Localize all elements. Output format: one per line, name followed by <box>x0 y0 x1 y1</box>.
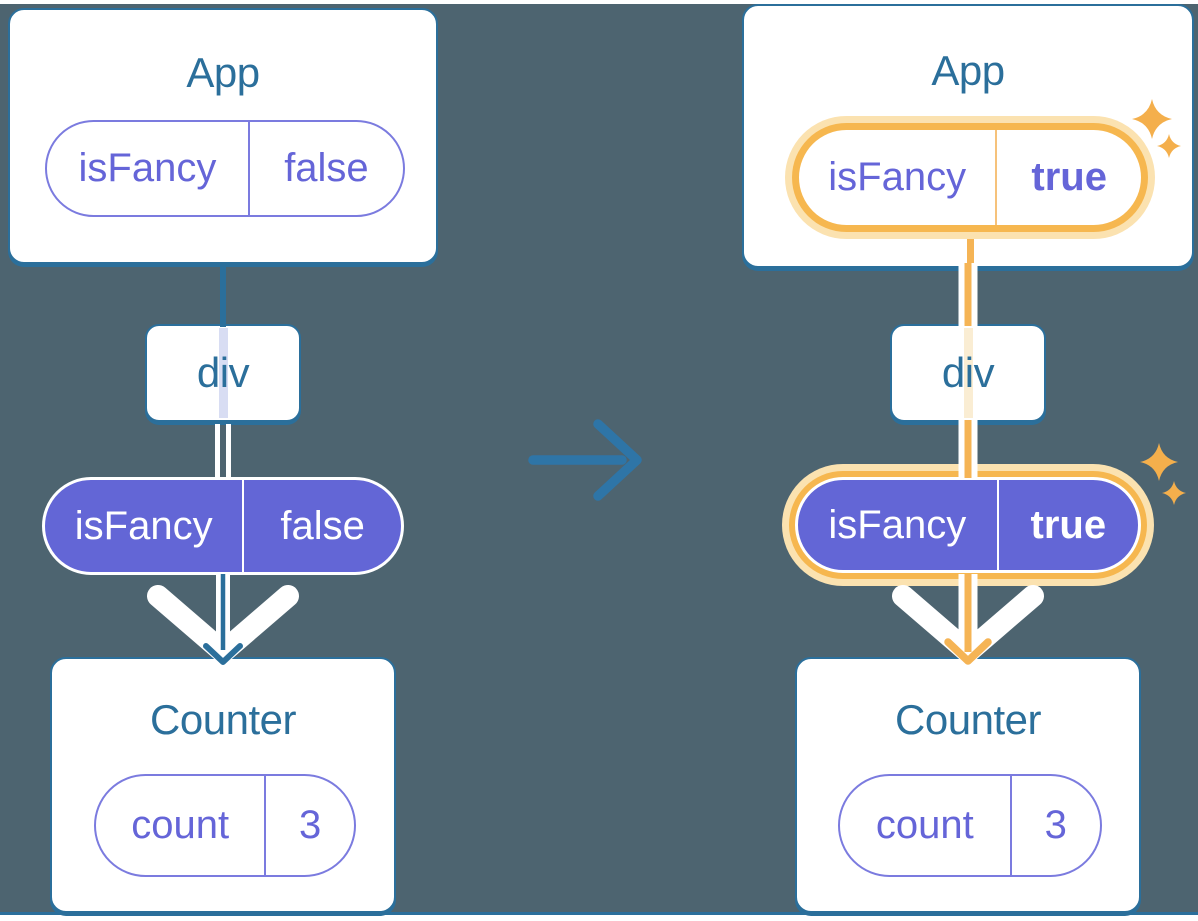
state-pill: count 3 <box>838 774 1102 877</box>
prop-value: true <box>1030 502 1107 547</box>
state-pill: count 3 <box>94 774 356 877</box>
state-name: count <box>96 776 267 875</box>
app-card-after: App isFancy true <box>742 4 1194 268</box>
prop-flow-stripe <box>218 328 228 418</box>
component-title: App <box>186 49 260 96</box>
prop-flow-stripe <box>963 328 973 418</box>
component-title: div <box>196 349 250 396</box>
app-card-before: App isFancy false <box>8 8 438 264</box>
component-title: App <box>931 47 1005 94</box>
component-title: Counter <box>150 696 296 743</box>
counter-card-after: Counter count 3 <box>795 657 1141 913</box>
passed-prop-pill-highlighted: isFancy true <box>795 477 1141 573</box>
state-name: count <box>840 776 1012 875</box>
prop-name: isFancy <box>47 122 250 215</box>
state-value: 3 <box>1044 803 1067 847</box>
state-value: 3 <box>299 803 322 847</box>
prop-name: isFancy <box>45 480 245 572</box>
component-title: div <box>941 349 995 396</box>
prop-value: false <box>284 146 369 190</box>
prop-value: false <box>280 503 365 548</box>
prop-pill: isFancy false <box>45 120 405 217</box>
prop-value: true <box>1031 155 1107 199</box>
counter-card-before: Counter count 3 <box>50 657 396 913</box>
prop-name: isFancy <box>798 480 999 570</box>
passed-prop-pill: isFancy false <box>42 477 404 575</box>
div-card-after: div <box>890 324 1046 422</box>
component-title: Counter <box>895 696 1041 743</box>
prop-flow-line <box>966 235 974 268</box>
div-card-before: div <box>145 324 301 422</box>
prop-name: isFancy <box>799 130 998 225</box>
prop-pill-highlighted: isFancy true <box>799 130 1141 225</box>
